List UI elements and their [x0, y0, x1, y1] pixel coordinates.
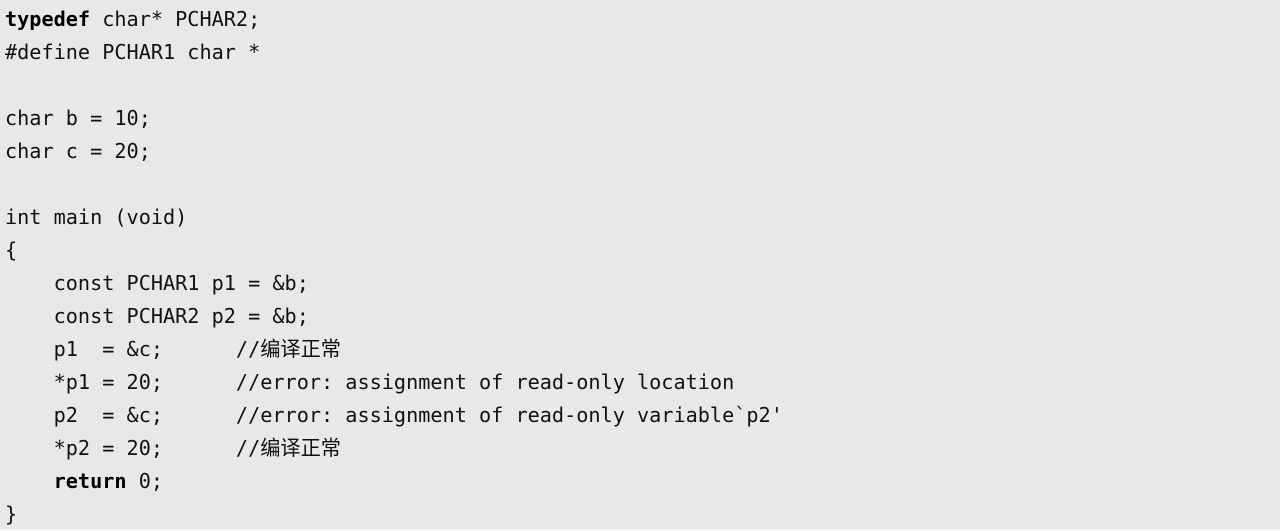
- code-line-6: [0, 168, 1280, 201]
- code-text: *p2 = 20; //编译正常: [5, 436, 341, 460]
- keyword: typedef: [5, 7, 91, 31]
- code-line-5: char c = 20;: [0, 135, 1280, 168]
- code-text: p1 = &c; //编译正常: [5, 337, 341, 361]
- code-text: {: [5, 238, 18, 262]
- code-line-7: int main (void): [0, 201, 1280, 234]
- code-text: char b = 10;: [5, 106, 151, 130]
- code-line-9: const PCHAR1 p1 = &b;: [0, 267, 1280, 300]
- code-line-11: p1 = &c; //编译正常: [0, 333, 1280, 366]
- code-text: #define PCHAR1 char *: [5, 40, 261, 64]
- code-line-15: return 0;: [0, 465, 1280, 498]
- code-text: char* PCHAR2;: [90, 7, 261, 31]
- code-line-16: }: [0, 498, 1280, 531]
- code-line-2: #define PCHAR1 char *: [0, 36, 1280, 69]
- keyword: return: [5, 469, 127, 493]
- code-line-3: [0, 69, 1280, 102]
- code-line-10: const PCHAR2 p2 = &b;: [0, 300, 1280, 333]
- code-line-13: p2 = &c; //error: assignment of read-onl…: [0, 399, 1280, 432]
- code-line-4: char b = 10;: [0, 102, 1280, 135]
- code-text: 0;: [126, 469, 164, 493]
- code-text: *p1 = 20; //error: assignment of read-on…: [5, 370, 735, 394]
- code-line-1: typedef char* PCHAR2;: [0, 3, 1280, 36]
- code-text: int main (void): [5, 205, 188, 229]
- code-line-8: {: [0, 234, 1280, 267]
- code-text: }: [5, 502, 18, 526]
- code-line-14: *p2 = 20; //编译正常: [0, 432, 1280, 465]
- code-text: const PCHAR1 p1 = &b;: [5, 271, 309, 295]
- code-text: char c = 20;: [5, 139, 151, 163]
- code-text: const PCHAR2 p2 = &b;: [5, 304, 309, 328]
- code-text: p2 = &c; //error: assignment of read-onl…: [5, 403, 783, 427]
- code-line-12: *p1 = 20; //error: assignment of read-on…: [0, 366, 1280, 399]
